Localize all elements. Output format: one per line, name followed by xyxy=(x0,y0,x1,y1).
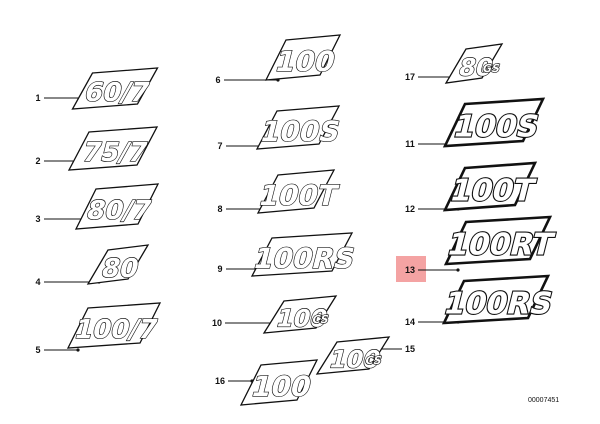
emblem-plate xyxy=(255,105,341,150)
emblem-5: 5 100/7 xyxy=(35,302,162,355)
emblem-8: 8 100T xyxy=(217,169,342,214)
emblem-text: 100RS xyxy=(250,242,358,274)
callout-number: 15 xyxy=(405,344,415,354)
emblem-plate xyxy=(250,232,354,277)
emblem-plate xyxy=(74,183,160,230)
emblem-plate xyxy=(443,215,553,266)
emblem-plate xyxy=(441,274,551,325)
callout-number: 1 xyxy=(35,93,40,103)
callout-number: 5 xyxy=(35,345,40,355)
callout-number: 13 xyxy=(405,265,415,275)
emblem-plate xyxy=(67,126,159,171)
emblem-text: 60/7 xyxy=(81,77,152,108)
emblem-1: 1 60/7 xyxy=(35,67,159,110)
emblem-text: 80 xyxy=(98,253,142,284)
emblem-plate xyxy=(66,302,162,349)
emblem-13: 13 100RT xyxy=(396,215,558,282)
emblem-plate xyxy=(444,43,504,84)
callout-number: 2 xyxy=(35,156,40,166)
emblem-11: 11 100S xyxy=(405,97,546,149)
emblem-12: 12 100T xyxy=(405,161,539,214)
emblem-text: 100S xyxy=(450,110,543,144)
emblem-text: 80 xyxy=(456,53,497,82)
callout-number: 17 xyxy=(405,72,415,82)
emblem-text: 100T xyxy=(447,174,539,208)
callout-highlight xyxy=(396,256,426,282)
emblem-text: 100 xyxy=(248,370,315,402)
callout-number: 8 xyxy=(217,204,222,214)
emblem-9: 9 100RS xyxy=(217,232,359,277)
emblem-text: 100RT xyxy=(444,228,558,262)
emblem-subscript: CS xyxy=(311,313,330,326)
emblem-16: 16 100 xyxy=(215,359,319,406)
callout-number: 16 xyxy=(215,376,225,386)
emblem-text: 100 xyxy=(273,304,330,333)
emblem-subscript: GS xyxy=(481,62,501,75)
emblem-plate xyxy=(264,34,342,81)
callout-number: 9 xyxy=(217,264,222,274)
emblem-3: 3 80/7 xyxy=(35,183,160,230)
diagram-part-number: 00007451 xyxy=(528,397,559,404)
emblem-text: 100 xyxy=(272,45,339,77)
emblem-text: 100 xyxy=(326,345,383,374)
emblem-subscript: CS xyxy=(364,354,383,367)
emblem-plate xyxy=(442,161,538,212)
emblem-4: 4 80 xyxy=(35,244,150,287)
leader-dot xyxy=(76,348,80,352)
emblem-2: 2 75/7 xyxy=(35,126,159,171)
emblem-plate xyxy=(239,359,319,406)
emblem-plate xyxy=(262,295,338,334)
emblem-7: 7 100S xyxy=(217,105,344,151)
emblem-plate xyxy=(86,244,150,285)
emblem-text: 100/7 xyxy=(71,314,160,345)
emblem-text: 80/7 xyxy=(83,195,154,226)
callout-number: 11 xyxy=(405,139,415,149)
callout-number: 7 xyxy=(217,141,222,151)
emblem-text: 100S xyxy=(257,115,344,147)
emblem-plate xyxy=(442,97,546,148)
emblem-text: 100T xyxy=(256,179,342,211)
emblem-text: 75/7 xyxy=(79,137,150,168)
callout-number: 3 xyxy=(35,214,40,224)
callout-number: 14 xyxy=(405,317,415,327)
emblem-plate xyxy=(71,67,159,110)
leader-dot xyxy=(456,268,460,272)
emblem-14: 14 100RS xyxy=(405,274,557,327)
emblem-6: 6 100 xyxy=(215,34,342,85)
emblem-text: 100RS xyxy=(440,287,556,321)
callout-number: 10 xyxy=(212,318,222,328)
callout-number: 4 xyxy=(35,277,40,287)
callout-number: 12 xyxy=(405,204,415,214)
callout-number: 6 xyxy=(215,75,220,85)
emblem-plate xyxy=(256,169,336,214)
emblem-plate xyxy=(315,336,391,375)
